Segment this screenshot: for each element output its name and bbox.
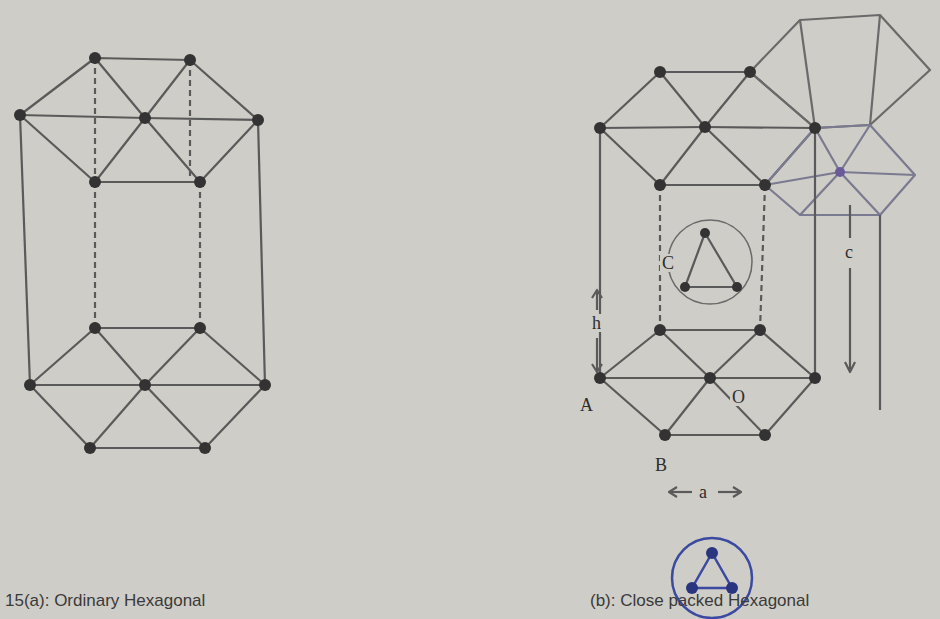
figure-caption: 15(a): Ordinary Hexagonal: [5, 592, 205, 609]
dimension-label: a: [697, 483, 709, 501]
figure-caption: (b): Close packed Hexagonal: [590, 592, 809, 609]
dimension-label: h: [590, 314, 603, 332]
point-label: B: [653, 456, 669, 474]
point-label: O: [730, 388, 747, 406]
point-label: C: [660, 254, 676, 272]
point-label: A: [578, 396, 595, 414]
dimension-label: c: [843, 243, 855, 261]
